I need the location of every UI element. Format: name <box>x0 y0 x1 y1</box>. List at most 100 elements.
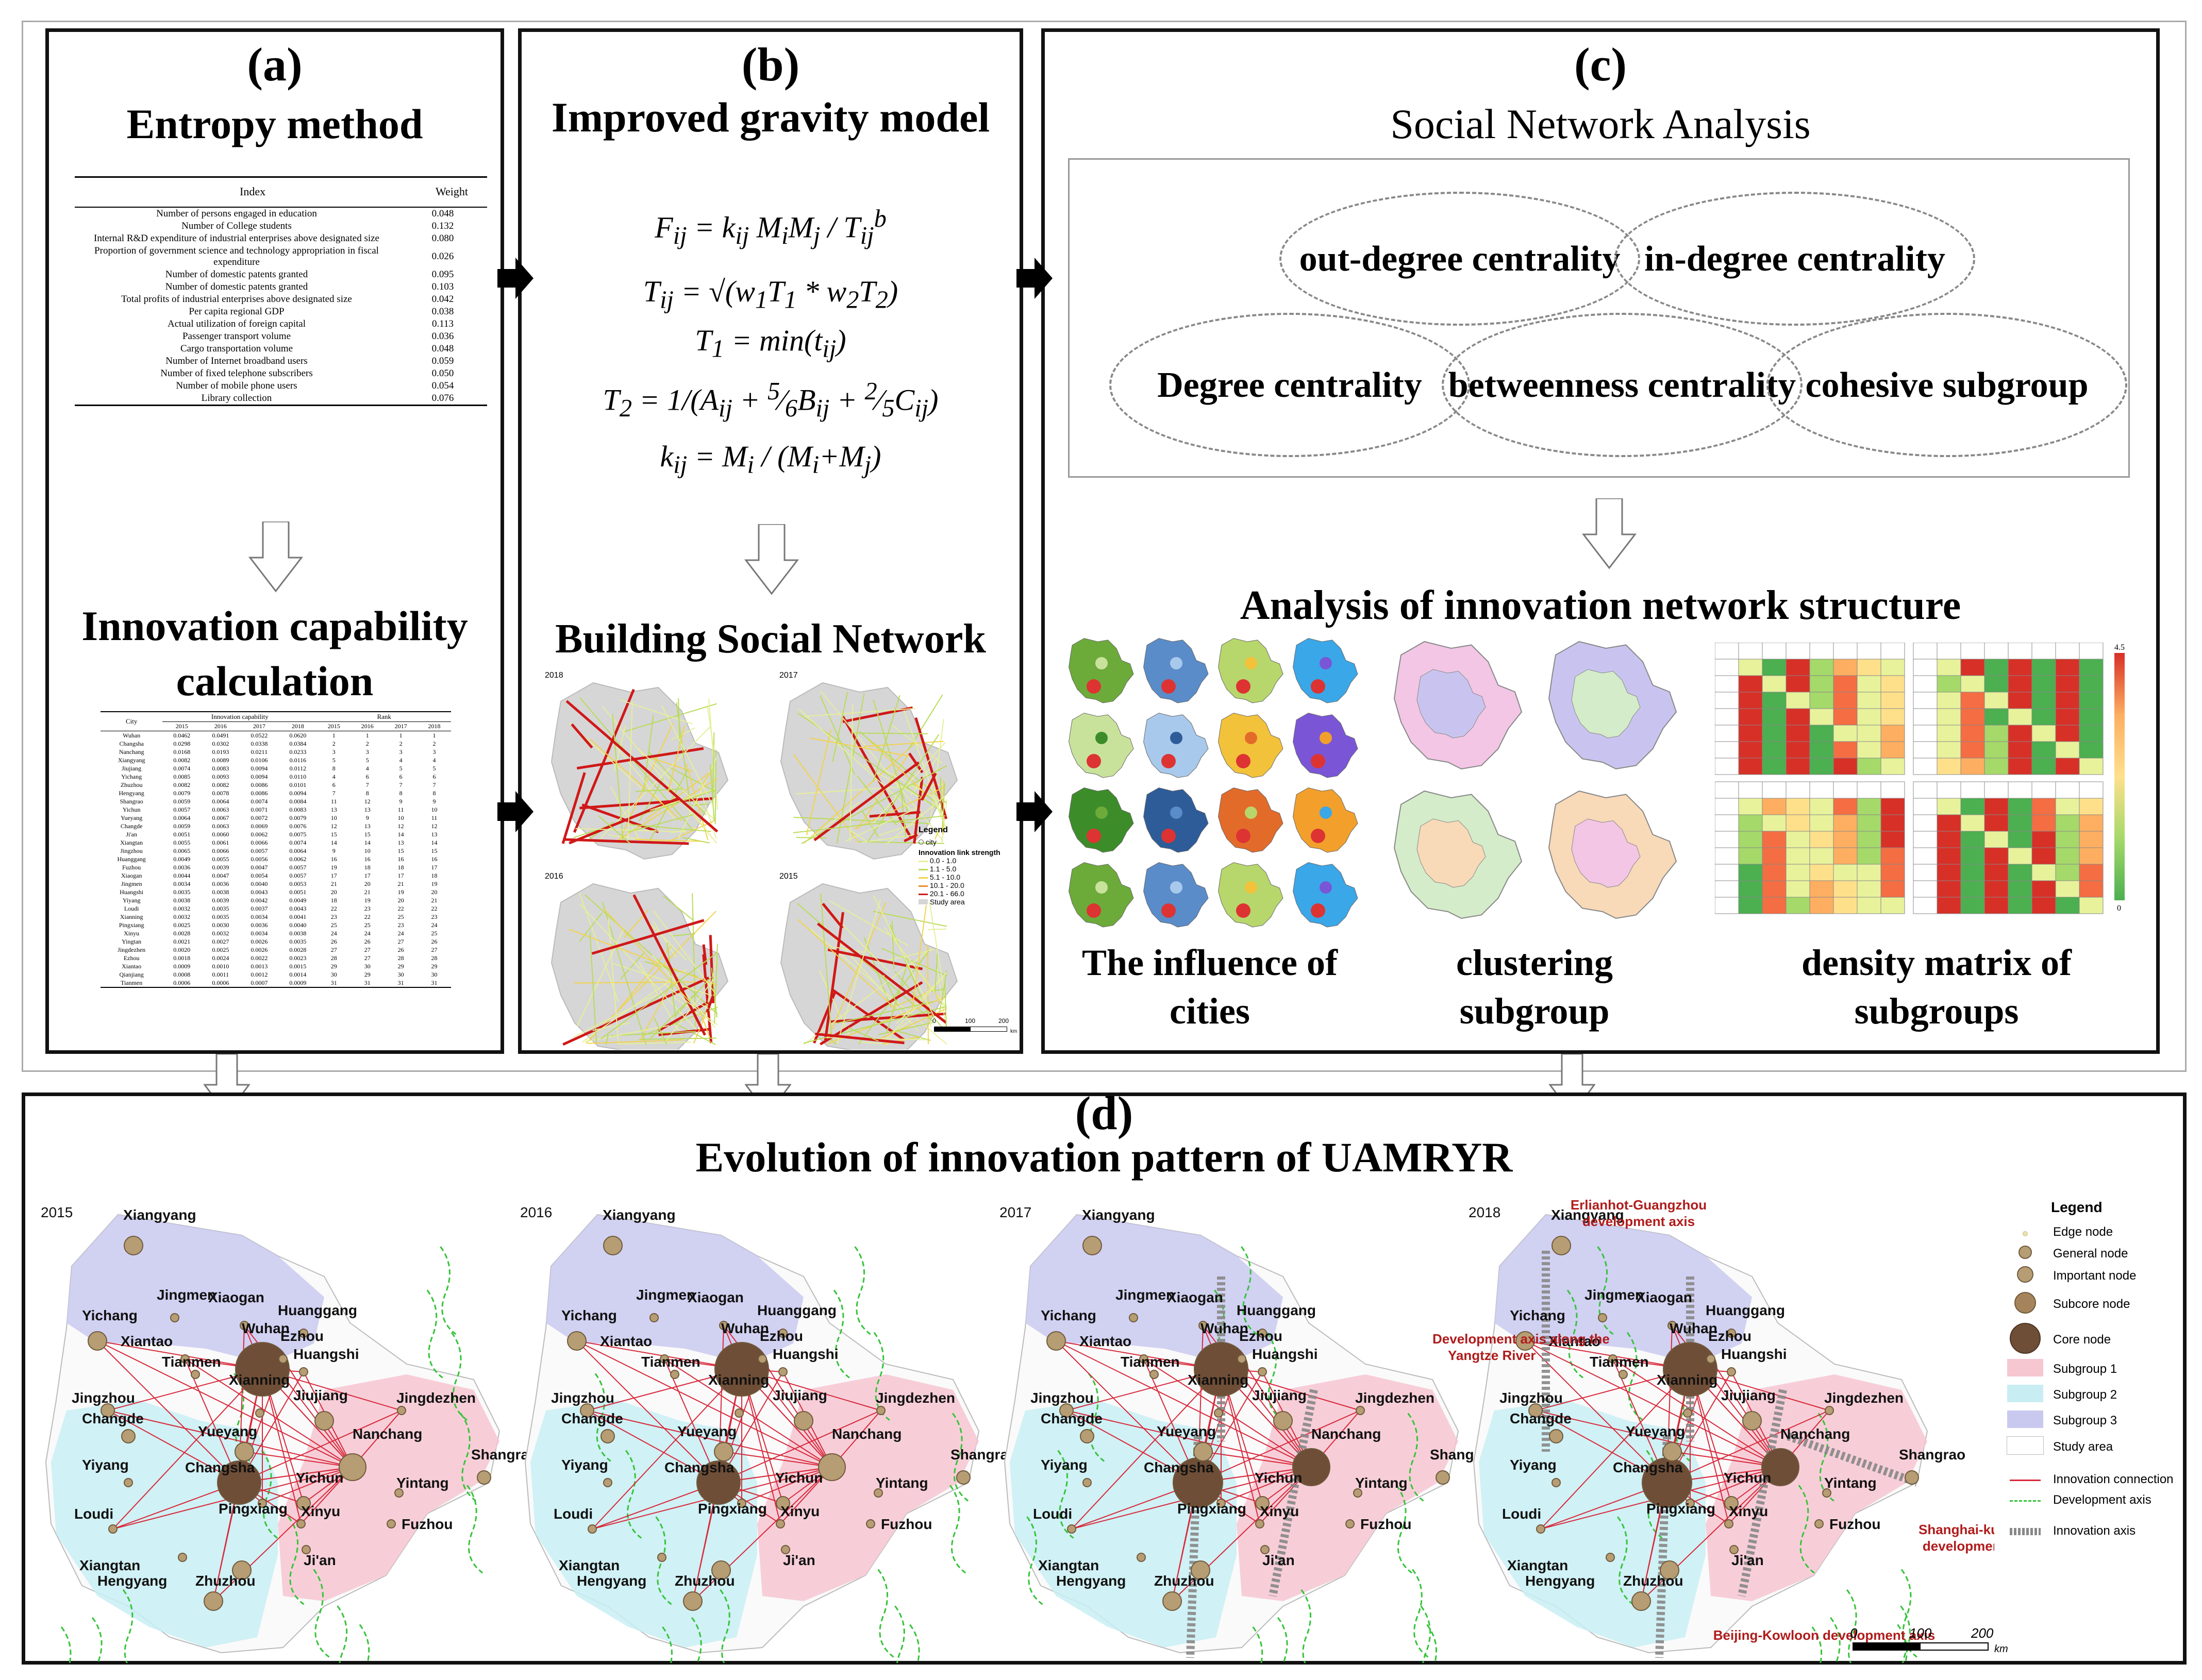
city-node <box>88 1331 107 1351</box>
calc-value: 17 <box>330 872 337 879</box>
calc-value: 6 <box>365 773 369 780</box>
calc-value: 0.0064 <box>173 814 191 821</box>
density-scale-max: 4.5 <box>2114 643 2125 652</box>
calc-value: 14 <box>330 839 337 846</box>
city-node <box>580 1403 594 1418</box>
city-node <box>1686 1499 1695 1508</box>
city-node <box>600 1429 615 1443</box>
city-label: Huangshi <box>1252 1346 1318 1362</box>
calc-value: 10 <box>364 847 371 854</box>
density-matrix <box>1913 781 2104 914</box>
calc-value: 19 <box>431 880 438 887</box>
city-label: Xiangtan <box>79 1557 140 1573</box>
city-label: Fuzhou <box>1829 1516 1881 1532</box>
city-label: Nanchang <box>1780 1426 1850 1442</box>
legend-d-label: Innovation axis <box>2053 1524 2136 1538</box>
calc-value: 12 <box>431 822 438 830</box>
calc-value: 27 <box>431 946 438 953</box>
influence-thumbnail <box>1069 713 1134 778</box>
city-label: Loudi <box>554 1506 593 1522</box>
calc-value: 9 <box>399 798 403 805</box>
calc-value: 20 <box>364 880 371 887</box>
city-node <box>1552 1478 1561 1487</box>
calc-value: 16 <box>397 855 404 863</box>
city-node <box>235 1442 254 1461</box>
calc-value: 25 <box>431 930 438 937</box>
city-node <box>1216 1499 1226 1508</box>
arrow-b-to-c-top <box>1016 258 1053 299</box>
calc-value: 22 <box>397 905 404 912</box>
panel-d: (d) Evolution of innovation pattern of U… <box>22 1087 2187 1665</box>
calc-value: 0.0014 <box>289 971 307 978</box>
influence-thumbnail <box>1143 638 1209 703</box>
city-node <box>956 1470 971 1485</box>
city-node <box>1198 1321 1208 1330</box>
city-label: Wuhan <box>242 1320 290 1336</box>
index-weight: 0.059 <box>431 356 454 366</box>
calc-rank-header: Rank <box>317 712 451 722</box>
panel-c-title: Social Network Analysis <box>1390 100 1811 147</box>
legend-d-item: Subgroup 2 <box>2005 1385 2175 1406</box>
calc-value: 0.0112 <box>289 765 307 772</box>
calc-value: 0.0054 <box>251 872 268 879</box>
panel-b-label: (b) <box>741 38 800 91</box>
city-node <box>778 1329 788 1338</box>
city-label: Yichun <box>1724 1470 1771 1486</box>
city-label: Ji'an <box>1262 1552 1295 1568</box>
city-node <box>296 1496 311 1510</box>
legend-d-item: General node <box>2005 1246 2175 1263</box>
calc-value: 16 <box>364 855 371 863</box>
legend-b-strength-label: 1.1 - 5.0 <box>929 865 957 873</box>
calc-city: Ezhou <box>123 954 140 962</box>
calc-value: 0.0491 <box>212 732 229 739</box>
city-node <box>1619 1370 1628 1379</box>
calc-value: 0.0057 <box>289 872 307 879</box>
city-label: Changsha <box>185 1459 255 1475</box>
calc-value: 1 <box>399 732 403 739</box>
city-label: Xiaogan <box>688 1289 744 1305</box>
calc-value: 0.0023 <box>289 954 307 962</box>
calc-value: 0.0032 <box>173 905 191 912</box>
calc-value: 0.0047 <box>251 864 268 871</box>
city-label: Xianning <box>1188 1372 1248 1388</box>
city-label: Hengyang <box>1525 1573 1595 1589</box>
legend-b-title: Legend <box>919 826 948 834</box>
index-name: Per capita regional GDP <box>189 306 285 317</box>
legend-b-strength-label: 0.0 - 1.0 <box>929 856 957 865</box>
calc-value: 5 <box>399 765 403 772</box>
calc-city: Hengyang <box>119 789 144 797</box>
calc-value: 14 <box>397 831 404 838</box>
influence-thumbnail <box>1218 638 1283 703</box>
city-label: Xiaogan <box>208 1289 264 1305</box>
calc-value: 0.0026 <box>251 946 268 953</box>
influence-thumbnail <box>1293 787 1358 853</box>
calc-value: 0.0084 <box>289 798 307 805</box>
calc-value: 0.0071 <box>251 806 268 813</box>
calc-city: Changde <box>120 822 143 830</box>
down-arrow-b <box>744 524 799 595</box>
legend-d-label: Subcore node <box>2053 1297 2130 1311</box>
city-node <box>1082 1478 1092 1487</box>
city-node <box>1724 1519 1733 1528</box>
calc-value: 23 <box>330 913 337 920</box>
city-label: Hengyang <box>577 1573 646 1589</box>
legend-b-strength-item: 0.0 - 1.0 <box>919 856 1022 865</box>
city-label: Xinyu <box>301 1503 340 1519</box>
legend-d-label: Development axis <box>2053 1493 2151 1507</box>
city-node <box>737 1499 746 1508</box>
city-label: Changde <box>82 1410 144 1426</box>
calc-value: 23 <box>397 921 404 929</box>
city-label: Hengyang <box>97 1573 167 1589</box>
city-node <box>1825 1406 1834 1415</box>
calc-value: 23 <box>431 913 438 920</box>
city-node <box>302 1545 311 1554</box>
city-label: Yichun <box>775 1470 823 1486</box>
